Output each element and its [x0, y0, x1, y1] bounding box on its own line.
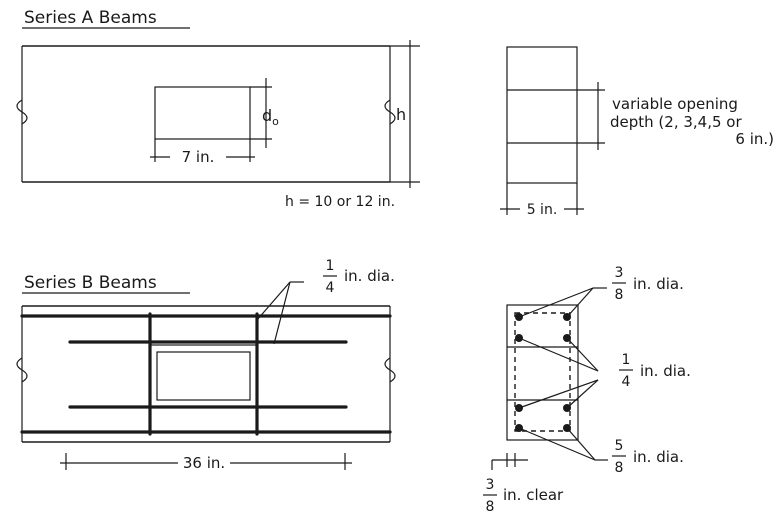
clear-cover-text: in. clear	[503, 486, 564, 504]
do-label: do	[262, 106, 279, 128]
series-b-title: Series B Beams	[24, 273, 157, 293]
span-label: 36 in.	[183, 454, 225, 472]
clear-cover-fraction-num: 3	[486, 477, 495, 493]
stirrup-fraction-den: 4	[326, 280, 335, 296]
variable-note-line-3: 6 in.)	[735, 130, 774, 148]
beam-b-left-break-symbol	[16, 357, 28, 383]
bottom-bar-text: in. dia.	[633, 448, 684, 466]
clear-cover-fraction-den: 8	[486, 499, 495, 515]
mid-bar-leader-2	[566, 337, 599, 372]
variable-note-line-2: depth (2, 3,4,5 or	[610, 113, 742, 131]
web-opening-b-inner	[156, 351, 251, 401]
bottom-bar-fraction-num: 5	[615, 438, 624, 454]
stirrup-leader-2	[273, 281, 291, 345]
h-note: h = 10 or 12 in.	[285, 194, 395, 210]
top-bar-fraction-den: 8	[615, 287, 624, 303]
mid-bar-text: in. dia.	[640, 362, 691, 380]
bottom-bar-fraction-den: 8	[615, 460, 624, 476]
mid-bar-fraction-den: 4	[622, 374, 631, 390]
series-a-elevation: Series A Beams do 7 in. h h = 10 or 12 i…	[16, 8, 420, 210]
web-opening-b-outer	[149, 344, 258, 408]
stirrup-dashed-outline	[514, 312, 571, 432]
beam-a-right-break-symbol	[384, 99, 396, 125]
stirrup-text: in. dia.	[344, 267, 395, 285]
beam-b-right-break-symbol	[384, 357, 396, 383]
section-a-outline	[506, 46, 578, 184]
top-bar-text: in. dia.	[633, 275, 684, 293]
mid-bar-leader-3	[518, 379, 599, 409]
top-bar-fraction-num: 3	[615, 265, 624, 281]
variable-note-line-1: variable opening	[612, 95, 738, 113]
mid-bar-leader-1	[518, 337, 599, 372]
stirrup-fraction-num: 1	[326, 258, 335, 274]
top-bar-leader-2	[566, 287, 594, 318]
series-b-section: 3 8 in. dia. 1 4 in. dia. 5 8 in. dia. 3…	[483, 265, 691, 515]
series-a-section: variable opening depth (2, 3,4,5 or 6 in…	[500, 46, 774, 218]
section-width-label: 5 in.	[527, 202, 558, 218]
beam-a-left-break-symbol	[16, 99, 28, 125]
bottom-bar-leader-1	[518, 427, 596, 461]
mid-bar-leader-4	[566, 379, 599, 409]
web-opening-a	[154, 86, 251, 140]
stirrup-leader-1	[256, 281, 291, 321]
mid-bar-fraction-num: 1	[622, 352, 631, 368]
bottom-bar-leader-2	[566, 427, 596, 461]
series-a-title: Series A Beams	[24, 8, 157, 28]
section-b-outline	[506, 304, 579, 441]
h-label: h	[396, 105, 406, 124]
opening-width-label: 7 in.	[182, 148, 215, 166]
top-bar-leader-1	[518, 287, 594, 318]
series-b-elevation: Series B Beams 1 4 in. dia. 36 in.	[16, 258, 396, 472]
